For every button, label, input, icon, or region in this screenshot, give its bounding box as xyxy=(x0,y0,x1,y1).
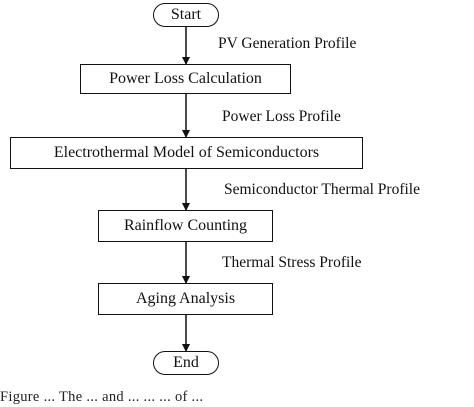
edge-label-power-loss-profile: Power Loss Profile xyxy=(222,108,341,125)
start-node: Start xyxy=(153,3,219,27)
figure-caption: Figure ... The ... and ... ... ... of ..… xyxy=(0,389,204,405)
end-node: End xyxy=(153,351,219,375)
edge-label-semiconductor-thermal: Semiconductor Thermal Profile xyxy=(224,181,420,198)
edge-label-thermal-stress: Thermal Stress Profile xyxy=(222,254,362,271)
electrothermal-model-box: Electrothermal Model of Semiconductors xyxy=(10,137,363,169)
power-loss-calculation-box: Power Loss Calculation xyxy=(80,64,291,94)
aging-analysis-box: Aging Analysis xyxy=(98,283,273,315)
edge-label-pv-generation: PV Generation Profile xyxy=(218,35,357,52)
rainflow-counting-box: Rainflow Counting xyxy=(98,210,273,242)
